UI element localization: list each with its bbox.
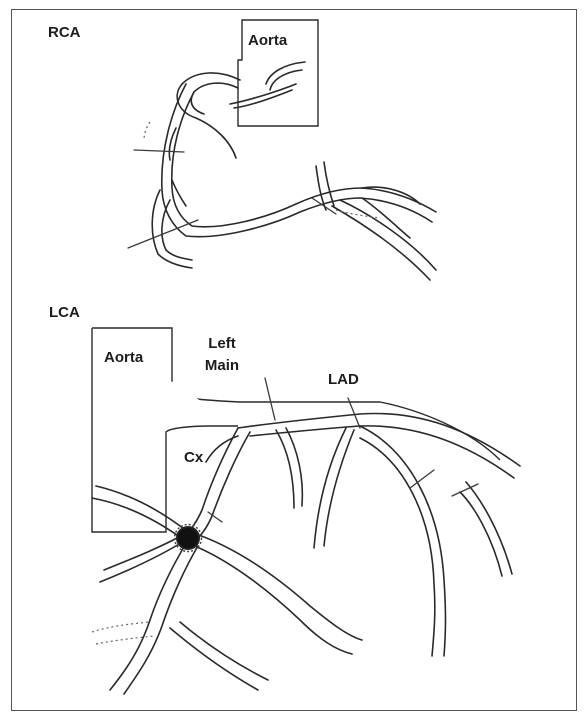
lca-left-main-label-line1: Left — [200, 336, 244, 351]
lca-posterolateral-outer — [190, 544, 352, 654]
lca-cx-inner — [196, 432, 250, 540]
rca-distal-branch-d — [340, 200, 436, 270]
rca-diagram — [128, 20, 436, 280]
lca-right-branch-inner — [460, 492, 502, 576]
lca-right-branch-outer — [466, 482, 512, 574]
rca-pda-outer — [152, 190, 192, 268]
rca-dotted-segment — [336, 210, 380, 218]
rca-heading: RCA — [48, 25, 81, 40]
lca-om-inner — [124, 546, 198, 694]
lca-aorta-label: Aorta — [104, 350, 143, 365]
rca-dotted-segment-2 — [144, 122, 150, 140]
lca-lad-label: LAD — [328, 372, 359, 387]
lca-cx-outer — [186, 428, 238, 536]
lca-posterolateral-inner — [196, 534, 362, 640]
rca-marker-1 — [134, 150, 184, 152]
lca-lower-branch-outer — [100, 540, 186, 582]
lca-lesion-node — [177, 527, 199, 549]
lca-dotted-collateral-2 — [96, 636, 154, 644]
lca-left-main-label-line2: Main — [196, 358, 248, 373]
rca-distal-branch-c — [332, 206, 430, 280]
lca-distal-lad-outer — [360, 426, 446, 656]
lca-distal-lad-inner — [360, 438, 435, 656]
lca-dotted-collateral — [92, 622, 150, 632]
lca-lower-sub-inner — [180, 622, 268, 680]
rca-marginal-inner — [324, 162, 334, 206]
lca-diag2-outer — [314, 428, 346, 548]
lca-diag2-inner — [324, 430, 354, 546]
lca-diag1-outer — [276, 430, 294, 508]
lca-heading: LCA — [49, 305, 80, 320]
lca-cx-label: Cx — [184, 450, 203, 465]
lca-lower-sub-outer — [170, 628, 258, 690]
lca-right-marker — [452, 484, 478, 496]
rca-distal-branch-a — [362, 198, 410, 238]
rca-aorta-label: Aorta — [248, 33, 287, 48]
rca-ostium-loop-inner — [191, 83, 238, 114]
lca-mid-marker — [410, 470, 434, 488]
lca-diagram — [92, 328, 520, 694]
